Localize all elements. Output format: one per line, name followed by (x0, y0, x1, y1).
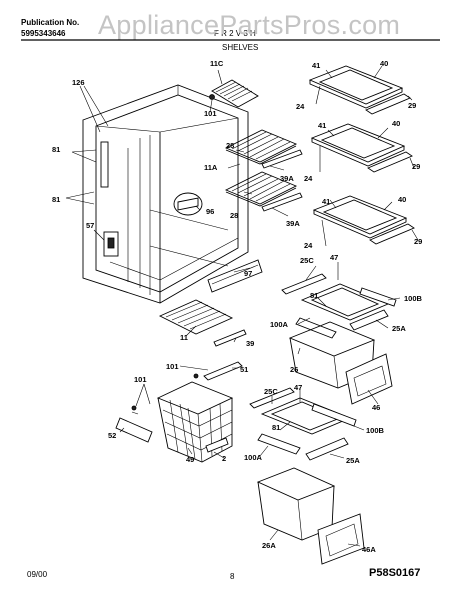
callout: 25C (264, 387, 278, 396)
footer-date: 09/00 (27, 570, 48, 579)
callout: 26A (262, 541, 276, 550)
callout: 24 (304, 241, 313, 250)
callout: 24 (296, 102, 305, 111)
callout: 100A (270, 320, 289, 329)
glass-shelf-1 (308, 65, 411, 115)
callout: 11C (210, 59, 224, 68)
callout: 52 (108, 431, 116, 440)
callout: 100B (404, 294, 423, 303)
footer-code: P58S0167 (369, 567, 421, 579)
callout: 41 (322, 197, 330, 206)
callout: 2 (222, 454, 226, 463)
callout: 25A (392, 324, 406, 333)
callout: 40 (392, 119, 400, 128)
callout: 47 (294, 383, 302, 392)
callout: 97 (244, 269, 252, 278)
glass-shelf-3 (312, 195, 415, 245)
callout: 81 (310, 291, 318, 300)
freezer-bottom-shelf (158, 299, 247, 347)
callout: 28 (226, 141, 234, 150)
callout: 39 (246, 339, 254, 348)
callout: 40 (398, 195, 406, 204)
callout: 81 (272, 423, 280, 432)
model-number: F R 2 V 3 H (214, 29, 256, 38)
callout: 39A (286, 219, 300, 228)
crisper-front-lower (317, 513, 365, 565)
crisper-pan-lower (256, 467, 336, 541)
footer-page: 8 (230, 572, 235, 581)
publication-label: Publication No. (21, 18, 80, 27)
top-wire-shelf (209, 79, 259, 108)
callout: 24 (304, 174, 313, 183)
callout: 25A (346, 456, 360, 465)
freezer-wire-shelves (224, 129, 303, 212)
callout: 126 (72, 78, 85, 87)
callout: 29 (414, 237, 422, 246)
callout: 26 (290, 365, 298, 374)
callout: 81 (52, 145, 60, 154)
callout: 11A (204, 163, 218, 172)
callout: 96 (206, 207, 214, 216)
callout: 46 (372, 403, 380, 412)
leader-lines (65, 65, 419, 547)
callout: 41 (318, 121, 326, 130)
crisper-front-upper (345, 353, 393, 405)
basket-rail (115, 405, 153, 443)
callout: 57 (86, 221, 94, 230)
callout: 11 (180, 333, 188, 342)
callout: 49 (186, 455, 194, 464)
section-title: SHELVES (222, 43, 259, 52)
watermark: AppliancePartsPros.com (98, 10, 401, 40)
freezer-basket (156, 361, 243, 463)
callout: 28 (230, 211, 238, 220)
callout: 101 (204, 109, 217, 118)
publication-number: 5995343646 (21, 29, 66, 38)
callout: 39A (280, 174, 294, 183)
callout: 46A (362, 545, 376, 554)
callout: 101 (134, 375, 147, 384)
callout: 41 (312, 61, 320, 70)
callout: 51 (240, 365, 248, 374)
callout: 40 (380, 59, 388, 68)
callout: 47 (330, 253, 338, 262)
callout: 100B (366, 426, 385, 435)
callout: 81 (52, 195, 60, 204)
cabinet (82, 84, 249, 304)
callout: 29 (408, 101, 416, 110)
callout: 101 (166, 362, 179, 371)
callout-labels: 11C 41 40 126 101 24 29 41 40 81 28 11A … (52, 59, 423, 554)
roller (205, 437, 229, 453)
callout: 29 (412, 162, 420, 171)
crisper-cover-lower (249, 387, 357, 461)
crisper-cover-upper (281, 273, 397, 339)
freezer-basket-front (173, 192, 263, 293)
glass-shelf-2 (310, 123, 413, 173)
callout: 25C (300, 256, 314, 265)
callout: 100A (244, 453, 263, 462)
